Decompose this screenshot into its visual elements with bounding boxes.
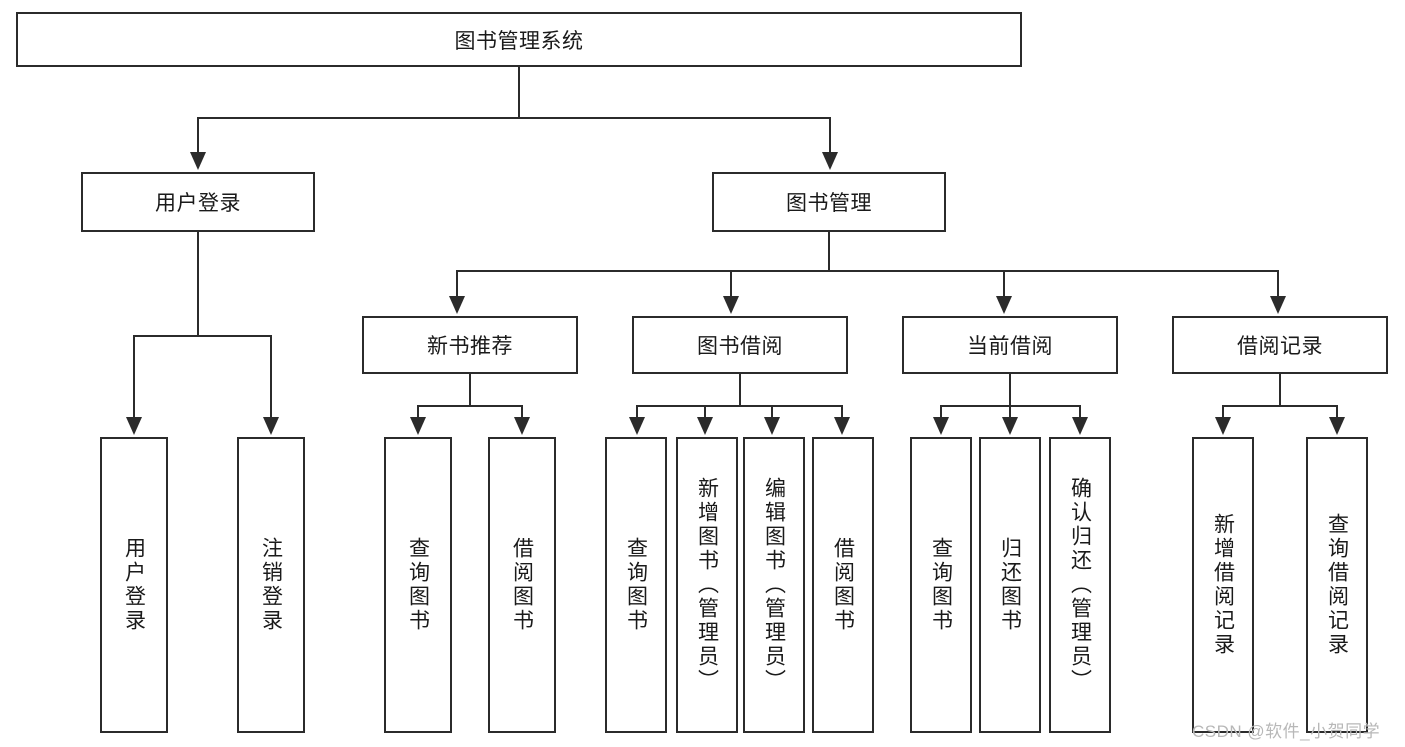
connector-cb-to-leaf-2: [1009, 405, 1011, 419]
node-borrow-record[interactable]: 借阅记录: [1172, 316, 1388, 374]
arrowhead-nbr-to-leaf-2: [514, 417, 530, 435]
node-label: 借阅图书: [831, 537, 855, 633]
node-label: 当前借阅: [967, 335, 1053, 358]
node-label: 新书推荐: [427, 335, 513, 358]
leaf-book-borrow-3[interactable]: 编辑图书（管理员）: [743, 437, 805, 733]
arrowhead-bb-to-leaf-1: [629, 417, 645, 435]
connector-bm-to-borrow-record: [1277, 270, 1279, 299]
arrowhead-cb-to-leaf-1: [933, 417, 949, 435]
leaf-borrow-record-2[interactable]: 查询借阅记录: [1306, 437, 1368, 733]
node-label: 用户登录: [155, 192, 241, 215]
connector-nbr-bar: [417, 405, 522, 407]
node-label: 编辑图书（管理员）: [762, 477, 786, 693]
connector-br-bar: [1222, 405, 1337, 407]
arrowhead-br-to-leaf-2: [1329, 417, 1345, 435]
connector-bm-to-new-book: [456, 270, 458, 299]
connector-bb-to-leaf-4: [841, 405, 843, 419]
node-label: 查询图书: [929, 537, 953, 633]
node-label: 图书管理系统: [454, 29, 584, 53]
arrowhead-cb-to-leaf-3: [1072, 417, 1088, 435]
connector-bb-trunk: [739, 374, 741, 406]
leaf-borrow-record-1[interactable]: 新增借阅记录: [1192, 437, 1254, 733]
leaf-book-borrow-2[interactable]: 新增图书（管理员）: [676, 437, 738, 733]
node-label: 图书借阅: [697, 335, 783, 358]
node-label: 借阅图书: [510, 537, 534, 633]
connector-br-to-leaf-1: [1222, 405, 1224, 419]
node-label: 查询图书: [406, 537, 430, 633]
connector-cb-to-leaf-1: [940, 405, 942, 419]
arrowhead-bm-to-new-book: [449, 296, 465, 314]
connector-br-to-leaf-2: [1336, 405, 1338, 419]
leaf-current-borrow-1[interactable]: 查询图书: [910, 437, 972, 733]
leaf-book-borrow-1[interactable]: 查询图书: [605, 437, 667, 733]
node-root-book-management-system[interactable]: 图书管理系统: [16, 12, 1022, 67]
node-label: 查询借阅记录: [1325, 513, 1349, 657]
arrowhead-bb-to-leaf-4: [834, 417, 850, 435]
connector-bm-to-book-borrow: [730, 270, 732, 299]
connector-nbr-to-leaf-1: [417, 405, 419, 419]
connector-book-management-bar: [456, 270, 1279, 272]
connector-root-bar: [198, 117, 831, 119]
connector-user-login-bar: [133, 335, 271, 337]
connector-user-login-trunk: [197, 232, 199, 336]
connector-bb-bar: [636, 405, 842, 407]
connector-book-management-trunk: [828, 232, 830, 271]
connector-cb-trunk: [1009, 374, 1011, 406]
connector-bb-to-leaf-3: [771, 405, 773, 419]
connector-bm-to-current-borrow: [1003, 270, 1005, 299]
connector-user-login-to-leaf-2: [270, 335, 272, 419]
node-label: 用户登录: [122, 537, 146, 633]
node-new-book-recommend[interactable]: 新书推荐: [362, 316, 578, 374]
leaf-user-login-1[interactable]: 用户登录: [100, 437, 168, 733]
node-label: 新增借阅记录: [1211, 513, 1235, 657]
arrowhead-bb-to-leaf-3: [764, 417, 780, 435]
leaf-new-book-recommend-2[interactable]: 借阅图书: [488, 437, 556, 733]
node-label: 查询图书: [624, 537, 648, 633]
arrowhead-root-to-book-management: [822, 152, 838, 170]
arrowhead-bm-to-borrow-record: [1270, 296, 1286, 314]
connector-br-trunk: [1279, 374, 1281, 406]
leaf-new-book-recommend-1[interactable]: 查询图书: [384, 437, 452, 733]
connector-nbr-trunk: [469, 374, 471, 406]
node-label: 归还图书: [998, 537, 1022, 633]
arrowhead-bb-to-leaf-2: [697, 417, 713, 435]
connector-nbr-to-leaf-2: [521, 405, 523, 419]
watermark: CSDN @软件_小贺同学: [1192, 722, 1381, 741]
leaf-current-borrow-3[interactable]: 确认归还（管理员）: [1049, 437, 1111, 733]
connector-root-trunk: [518, 67, 520, 118]
leaf-user-login-2[interactable]: 注销登录: [237, 437, 305, 733]
node-label: 借阅记录: [1237, 335, 1323, 358]
leaf-current-borrow-2[interactable]: 归还图书: [979, 437, 1041, 733]
arrowhead-br-to-leaf-1: [1215, 417, 1231, 435]
arrowhead-user-login-to-leaf-1: [126, 417, 142, 435]
connector-root-to-book-management: [829, 117, 831, 155]
arrowhead-nbr-to-leaf-1: [410, 417, 426, 435]
connector-user-login-to-leaf-1: [133, 335, 135, 419]
arrowhead-root-to-user-login: [190, 152, 206, 170]
arrowhead-bm-to-book-borrow: [723, 296, 739, 314]
node-book-management[interactable]: 图书管理: [712, 172, 946, 232]
connector-bb-to-leaf-2: [704, 405, 706, 419]
node-label: 注销登录: [259, 537, 283, 633]
connector-bb-to-leaf-1: [636, 405, 638, 419]
arrowhead-user-login-to-leaf-2: [263, 417, 279, 435]
leaf-book-borrow-4[interactable]: 借阅图书: [812, 437, 874, 733]
connector-cb-to-leaf-3: [1079, 405, 1081, 419]
node-label: 图书管理: [786, 192, 872, 215]
connector-root-to-user-login: [197, 117, 199, 155]
node-label: 新增图书（管理员）: [695, 477, 719, 693]
node-user-login[interactable]: 用户登录: [81, 172, 315, 232]
node-book-borrow[interactable]: 图书借阅: [632, 316, 848, 374]
arrowhead-cb-to-leaf-2: [1002, 417, 1018, 435]
node-current-borrow[interactable]: 当前借阅: [902, 316, 1118, 374]
node-label: 确认归还（管理员）: [1068, 477, 1092, 693]
arrowhead-bm-to-current-borrow: [996, 296, 1012, 314]
